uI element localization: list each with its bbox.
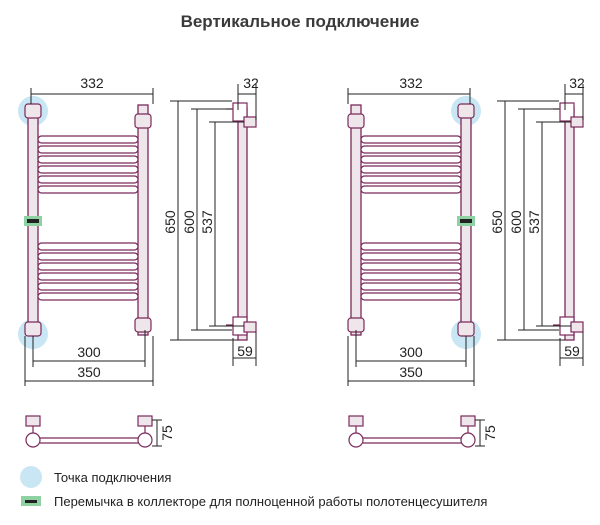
dim-height-650: 650 — [489, 210, 505, 234]
dim-side-32: 32 — [569, 75, 585, 91]
dim-depth-75: 75 — [482, 425, 498, 441]
right-collector — [137, 104, 149, 336]
bottom-view-right — [348, 415, 476, 448]
rungs-upper — [360, 135, 462, 194]
dim-height-650: 650 — [162, 210, 178, 234]
fittings — [347, 103, 475, 337]
bottom-view-left — [25, 415, 153, 448]
dim-height-600: 600 — [508, 210, 524, 234]
dim-width-300: 300 — [399, 344, 423, 360]
legend-item-jumper: Перемычка в коллекторе для полноценной р… — [18, 490, 487, 512]
dim-depth-59: 59 — [237, 343, 253, 359]
dim-depth-75: 75 — [159, 425, 175, 441]
dim-depth-59: 59 — [564, 343, 580, 359]
dim-side-32: 32 — [243, 75, 259, 91]
right-unit: 332 300 350 32 650 — [347, 75, 585, 448]
side-view-left — [226, 102, 257, 341]
legend-item-connection-point: Точка подключения — [18, 466, 171, 488]
rungs-lower — [360, 242, 462, 301]
dim-width-332: 332 — [80, 75, 104, 91]
legend-label-connection-point: Точка подключения — [54, 469, 172, 485]
left-unit: 332 300 350 32 650 — [18, 75, 259, 448]
dim-width-350: 350 — [399, 364, 423, 380]
dim-width-300: 300 — [77, 344, 101, 360]
diagram-title: Вертикальное подключение — [180, 12, 420, 31]
side-view-right — [553, 102, 584, 341]
dim-width-350: 350 — [77, 364, 101, 380]
legend-label-jumper: Перемычка в коллекторе для полноценной р… — [54, 493, 488, 509]
connection-point-icon — [18, 466, 44, 488]
jumper-icon — [18, 490, 44, 512]
dim-height-600: 600 — [181, 210, 197, 234]
rungs-upper — [37, 135, 139, 194]
dim-height-537: 537 — [199, 210, 215, 234]
rungs-lower — [37, 242, 139, 301]
left-collector — [350, 104, 362, 336]
dim-height-537: 537 — [526, 210, 542, 234]
dim-width-332: 332 — [399, 75, 423, 91]
